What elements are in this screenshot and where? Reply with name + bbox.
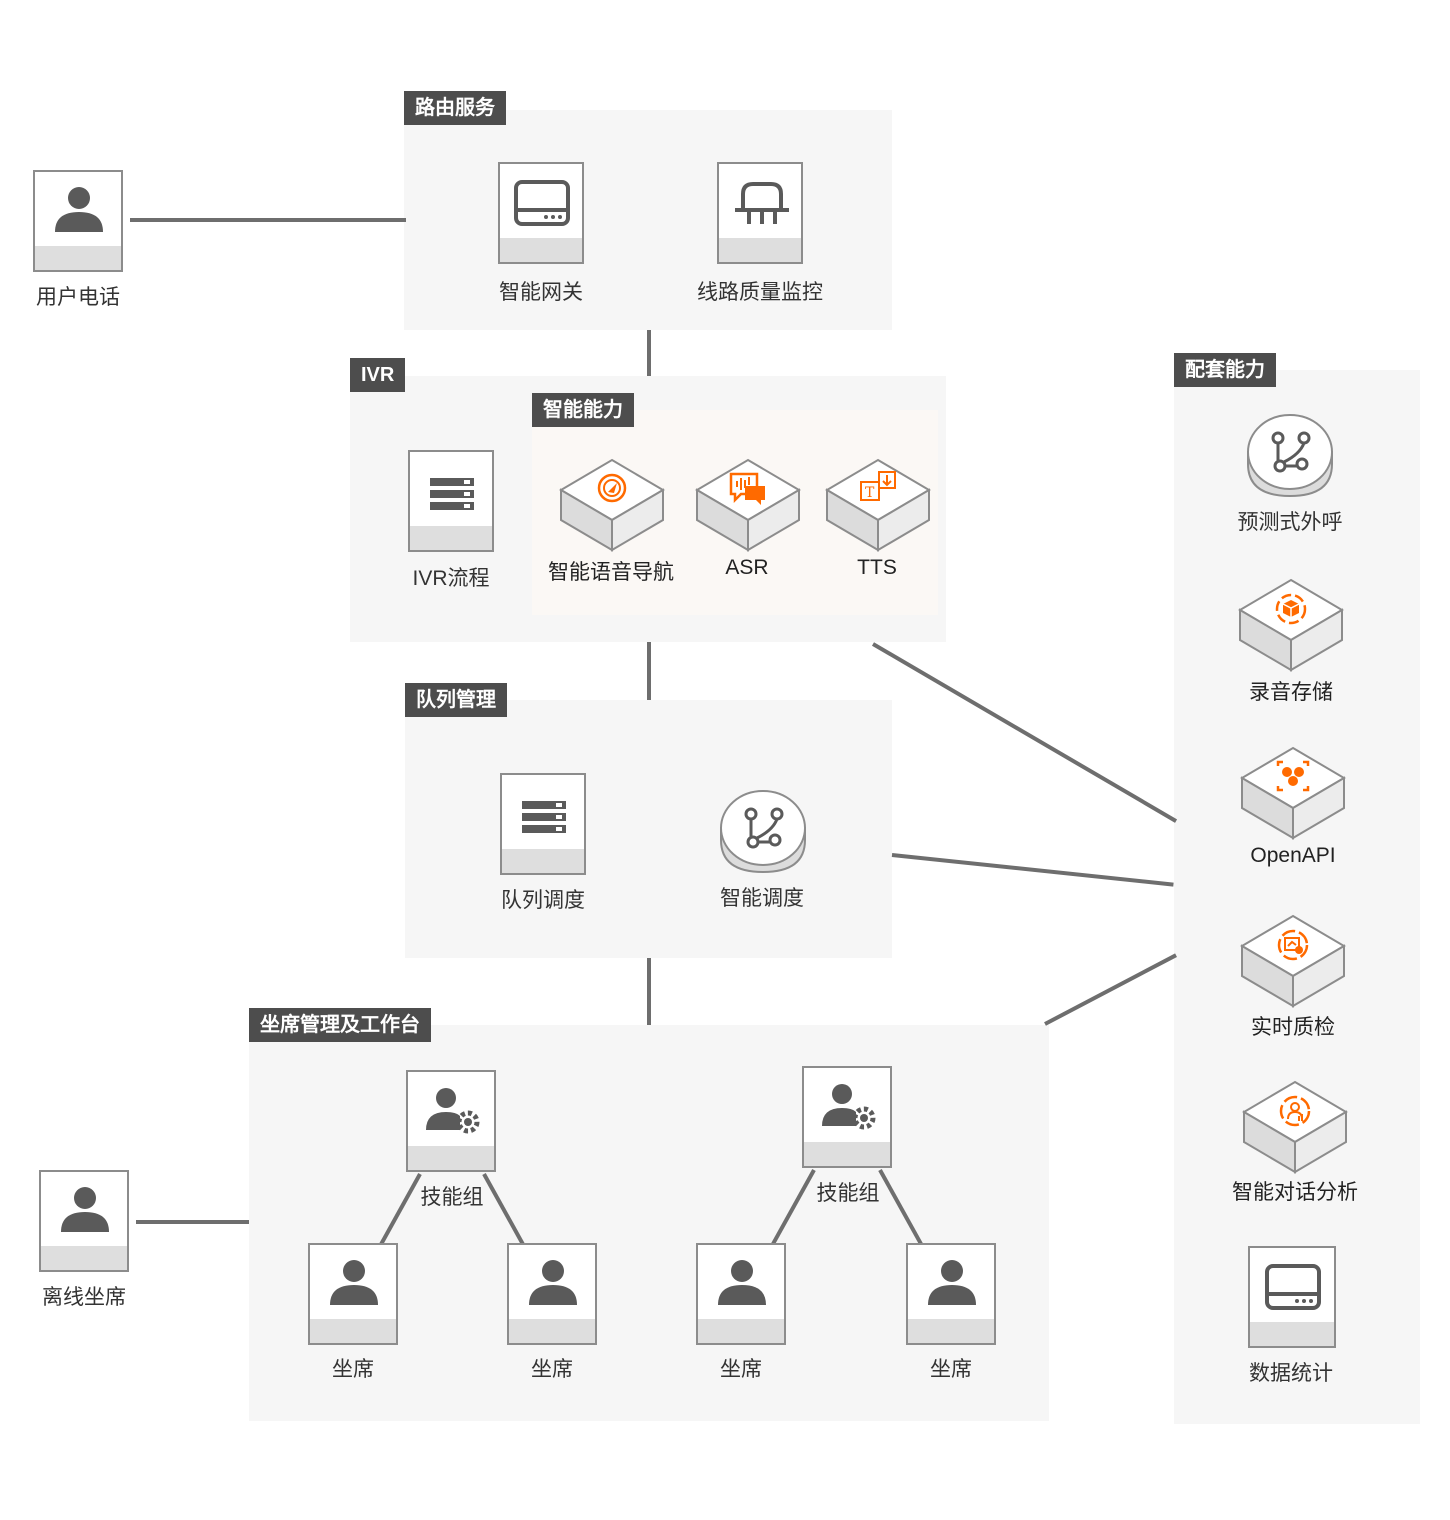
queue-panel — [405, 700, 892, 958]
navigation-icon — [597, 473, 627, 503]
text-to-speech-icon: T — [860, 471, 896, 501]
agent-1-label: 坐席 — [332, 1358, 374, 1381]
smart-dispatch-node — [720, 790, 806, 874]
ivr-tag: IVR — [350, 358, 406, 392]
statistics-node — [1248, 1246, 1336, 1348]
inspection-icon — [1277, 929, 1309, 961]
person-icon — [61, 1187, 109, 1232]
dashboard-icon — [1265, 1264, 1321, 1310]
predictive-node — [1247, 414, 1333, 498]
routing-tag: 路由服务 — [404, 91, 506, 125]
gateway-icon — [514, 180, 570, 226]
queue-dispatch-label: 队列调度 — [501, 889, 585, 912]
connector-queue-support — [891, 853, 1174, 887]
connector-agent-support — [1044, 953, 1177, 1026]
person-icon — [330, 1260, 378, 1305]
person-icon — [529, 1260, 577, 1305]
connector-routing-ivr — [647, 330, 651, 376]
openapi-label: OpenAPI — [1250, 844, 1336, 867]
dialog-analysis-node — [1242, 1080, 1348, 1174]
tts-node: T — [825, 458, 931, 552]
network-nodes-icon — [744, 807, 784, 849]
skill-group-2-node — [802, 1066, 892, 1168]
agent-4-label: 坐席 — [930, 1358, 972, 1381]
person-icon — [55, 187, 103, 232]
person-icon — [718, 1260, 766, 1305]
gateway-label: 智能网关 — [499, 281, 583, 304]
routing-panel — [404, 110, 892, 330]
person-icon — [928, 1260, 976, 1305]
server-list-icon — [430, 478, 474, 510]
statistics-label: 数据统计 — [1249, 1362, 1333, 1385]
connector-offline-agent — [136, 1220, 249, 1224]
user-settings-icon — [426, 1088, 480, 1134]
asr-label: ASR — [725, 556, 769, 579]
network-nodes-icon — [1271, 431, 1311, 473]
asr-node — [695, 458, 801, 552]
agent-tag: 坐席管理及工作台 — [249, 1008, 431, 1042]
ivr-flow-node — [408, 450, 494, 552]
skill-group-1-node — [406, 1070, 496, 1172]
agent-4-node — [906, 1243, 996, 1345]
ivr-flow-label: IVR流程 — [412, 567, 490, 590]
connector-queue-agent — [647, 958, 651, 1025]
smart-dispatch-label: 智能调度 — [720, 887, 804, 910]
line-monitor-label: 线路质量监控 — [697, 281, 823, 304]
skill-group-1-label: 技能组 — [420, 1186, 484, 1209]
svg-text:T: T — [865, 485, 875, 501]
voice-nav-label: 智能语音导航 — [548, 561, 674, 584]
connector-user-routing — [130, 218, 406, 222]
agent-panel — [249, 1025, 1049, 1421]
storage-cube-icon — [1275, 593, 1307, 625]
agent-1-node — [308, 1243, 398, 1345]
queue-dispatch-node — [500, 773, 586, 875]
agent-3-node — [696, 1243, 786, 1345]
user-settings-icon — [822, 1084, 876, 1130]
recording-label: 录音存储 — [1249, 681, 1333, 704]
predictive-label: 预测式外呼 — [1237, 511, 1343, 534]
queue-tag: 队列管理 — [405, 683, 507, 717]
agent-2-label: 坐席 — [531, 1358, 573, 1381]
offline-agent-label: 离线坐席 — [42, 1286, 126, 1309]
connector-ivr-queue — [647, 642, 651, 700]
api-icon — [1276, 760, 1310, 792]
server-list-icon — [522, 801, 566, 833]
voice-nav-node — [559, 458, 665, 552]
connector-ivr-support — [871, 642, 1178, 823]
tts-label: TTS — [857, 556, 897, 579]
user-phone-label: 用户电话 — [36, 286, 120, 309]
support-tag: 配套能力 — [1174, 353, 1276, 387]
user-phone-node — [33, 170, 123, 272]
skill-group-2-label: 技能组 — [816, 1182, 880, 1205]
recording-node — [1238, 578, 1344, 672]
agent-3-label: 坐席 — [720, 1358, 762, 1381]
openapi-node — [1240, 746, 1346, 840]
realtime-qc-label: 实时质检 — [1251, 1016, 1335, 1039]
agent-2-node — [507, 1243, 597, 1345]
realtime-qc-node — [1240, 914, 1346, 1008]
line-monitor-node — [717, 162, 803, 264]
offline-agent-node — [39, 1170, 129, 1272]
ai-tag: 智能能力 — [532, 393, 634, 427]
gateway-node — [498, 162, 584, 264]
dialog-analysis-label: 智能对话分析 — [1232, 1181, 1358, 1204]
speech-wave-icon — [729, 472, 765, 505]
line-monitor-icon — [735, 182, 789, 224]
analysis-user-icon — [1279, 1095, 1311, 1127]
